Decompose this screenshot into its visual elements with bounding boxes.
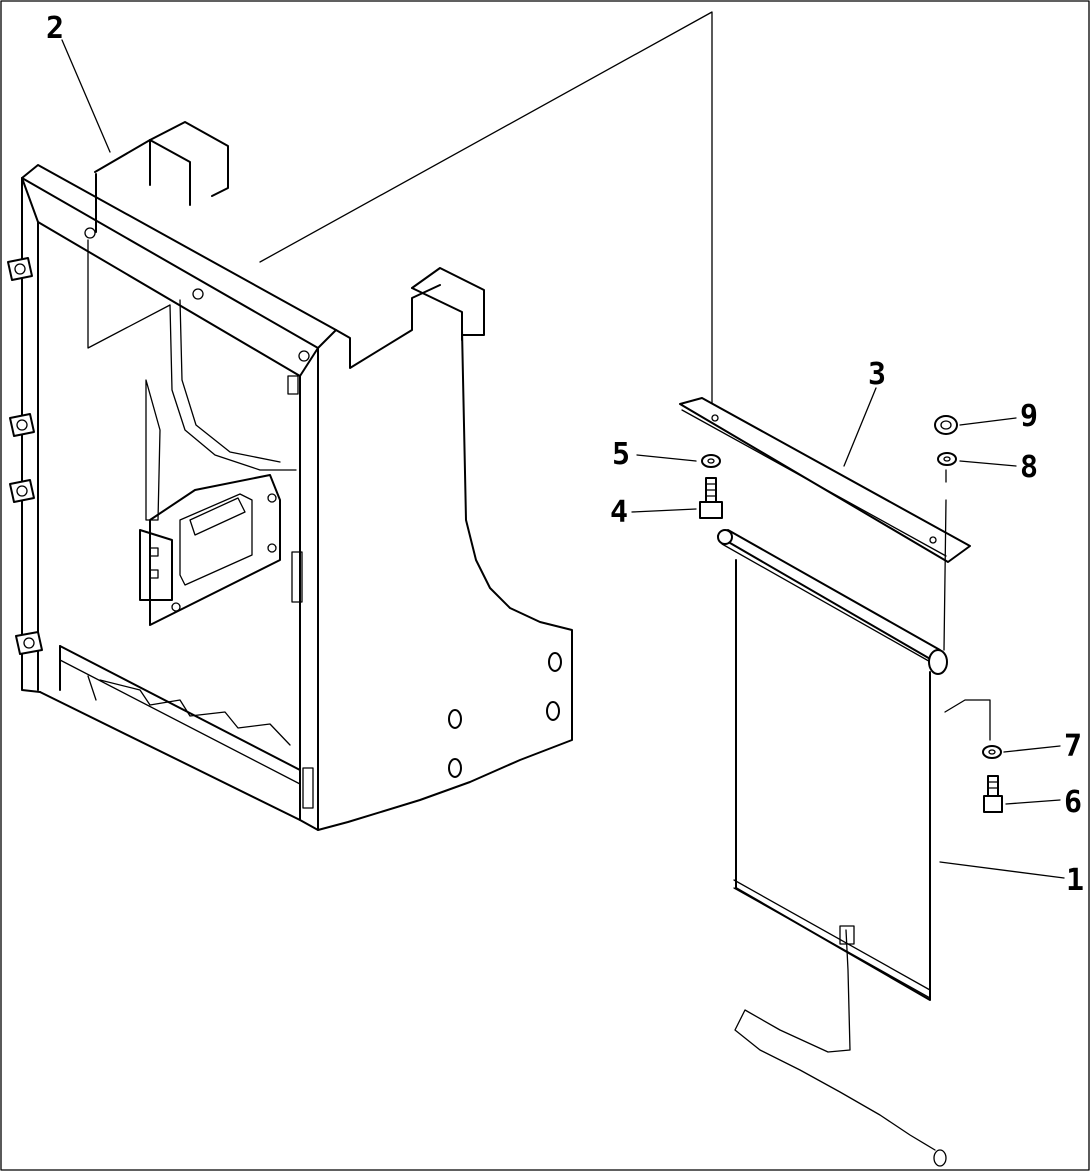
part-6-bolt bbox=[983, 775, 1003, 813]
part-9-nut bbox=[934, 415, 958, 435]
callout-2: 2 bbox=[46, 11, 64, 46]
callout-3: 3 bbox=[868, 357, 886, 392]
part-1-roller-blind bbox=[717, 469, 991, 1167]
callout-1: 1 bbox=[1066, 863, 1084, 898]
part-7-washer bbox=[982, 745, 1002, 759]
part-4-bolt bbox=[699, 477, 723, 519]
callout-8: 8 bbox=[1020, 450, 1038, 485]
leader-lines bbox=[61, 39, 1065, 879]
callout-9: 9 bbox=[1020, 399, 1038, 434]
callout-6: 6 bbox=[1064, 785, 1082, 820]
part-8-washer bbox=[937, 452, 957, 466]
callout-5: 5 bbox=[612, 437, 630, 472]
part-5-washer bbox=[701, 454, 721, 468]
callout-4: 4 bbox=[610, 495, 628, 530]
hardware-items bbox=[699, 415, 1003, 813]
callout-7: 7 bbox=[1064, 729, 1082, 764]
part-3-bracket bbox=[679, 397, 971, 563]
part-2-frame bbox=[7, 11, 713, 831]
